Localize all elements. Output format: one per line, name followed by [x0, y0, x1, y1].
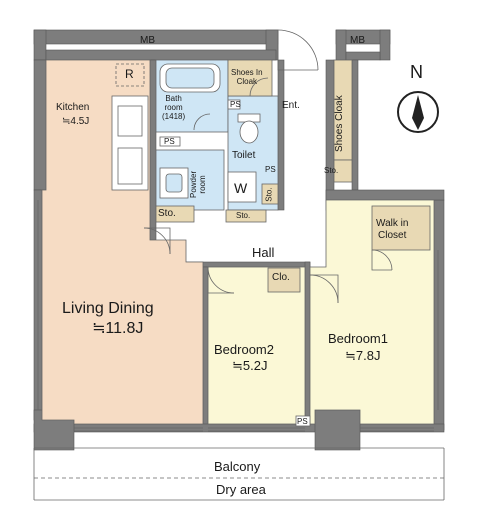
- ps-bath-label: PS: [230, 100, 241, 109]
- powder-room-label: Powder room: [189, 170, 208, 198]
- compass-icon: [397, 91, 439, 133]
- hall-label: Hall: [252, 245, 275, 260]
- refrigerator-label: R: [125, 67, 134, 81]
- sto-hall-label: Sto.: [236, 211, 251, 220]
- living-dining-label: Living Dining: [62, 300, 154, 317]
- walk-in-closet-label: Walk in Closet: [376, 218, 409, 241]
- balcony: [33, 447, 445, 501]
- mb-left-label: MB: [140, 35, 155, 46]
- kitchen-size: ≒4.5J: [62, 116, 90, 127]
- room-fills: [41, 59, 435, 427]
- mb-right-label: MB: [350, 35, 365, 46]
- dry-area-label: Dry area: [216, 482, 266, 497]
- bedroom2-label: Bedroom2: [214, 342, 274, 357]
- living-dining-size: ≒11.8J: [92, 320, 144, 337]
- bedroom1-size: ≒7.8J: [345, 348, 381, 363]
- bedroom1-label: Bedroom1: [328, 331, 388, 346]
- bedroom2-size: ≒5.2J: [232, 358, 268, 373]
- bath-label: Bath room (1418): [162, 94, 186, 122]
- closet-label: Clo.: [272, 272, 290, 283]
- washer-label: W: [234, 180, 248, 196]
- shoes-cloak-label: Shoes Cloak: [334, 95, 345, 152]
- ps-toilet-label: PS: [265, 165, 276, 174]
- shoes-in-cloak-label: Shoes In Cloak: [231, 68, 263, 87]
- entrance-label: Ent.: [282, 100, 300, 111]
- door-swings: [143, 29, 393, 304]
- sto-small-label: Sto.: [264, 187, 274, 202]
- ps-bottom-label: PS: [297, 417, 308, 426]
- balcony-label: Balcony: [214, 459, 261, 474]
- sto-shoes-label: Sto.: [324, 166, 339, 175]
- compass-north-label: N: [410, 62, 423, 82]
- sto-powder-label: Sto.: [158, 208, 176, 219]
- kitchen-label: Kitchen: [56, 102, 90, 113]
- ps-kitchen-label: PS: [164, 137, 175, 146]
- toilet-label: Toilet: [232, 150, 256, 161]
- windows: [37, 200, 439, 432]
